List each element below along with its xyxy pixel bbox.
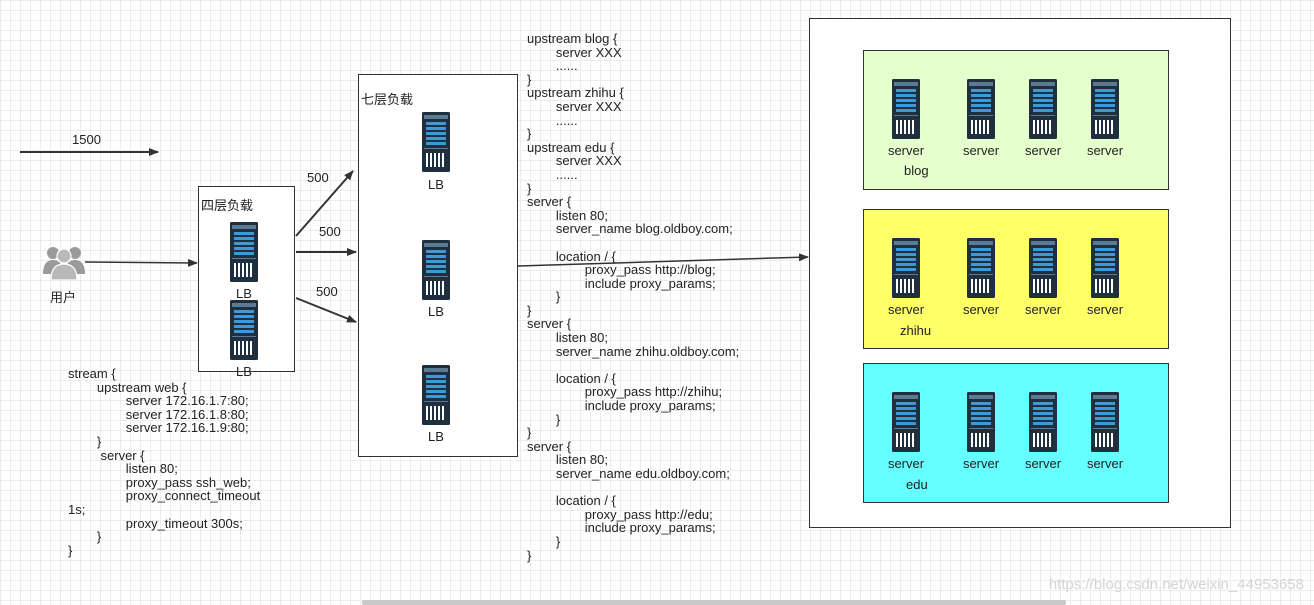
- group-name: edu: [906, 477, 928, 492]
- l4-lb-label-2: LB: [236, 364, 252, 379]
- watermark: https://blog.csdn.net/weixin_44953658: [1048, 576, 1304, 593]
- l4-to-l7-arrow-bottom: [295, 297, 357, 323]
- user-label: 用户: [50, 290, 77, 305]
- server-icon: [1091, 238, 1119, 298]
- branch-traffic-label-bottom: 500: [316, 284, 338, 299]
- upstream-config-code: upstream blog { server XXX ...... } upst…: [527, 31, 740, 563]
- l4-lb-server-icon-2: [230, 300, 258, 360]
- l7-lb-label-3: LB: [428, 429, 444, 444]
- server-label: server: [1086, 143, 1124, 158]
- stream-config-code: stream { upstream web { server 172.16.1.…: [68, 366, 261, 558]
- server-label: server: [1086, 302, 1124, 317]
- l4-title: 四层负载: [201, 198, 254, 213]
- server-icon: [1091, 79, 1119, 139]
- branch-traffic-label-top: 500: [307, 170, 329, 185]
- server-group-edu: server server server server edu: [863, 363, 1169, 503]
- server-label: server: [962, 143, 1000, 158]
- group-name: zhihu: [900, 323, 932, 338]
- l7-title: 七层负载: [361, 92, 414, 107]
- server-icon: [1029, 238, 1057, 298]
- server-icon: [1029, 79, 1057, 139]
- l4-lb-label-1: LB: [236, 286, 252, 301]
- server-label: server: [962, 456, 1000, 471]
- l7-lb-label-2: LB: [428, 304, 444, 319]
- server-label: server: [962, 302, 1000, 317]
- branch-traffic-label-mid: 500: [319, 224, 341, 239]
- l4-lb-server-icon-1: [230, 222, 258, 282]
- l4-to-l7-arrow-top: [295, 170, 354, 237]
- server-icon: [967, 238, 995, 298]
- server-label: server: [887, 456, 925, 471]
- server-icon: [892, 392, 920, 452]
- server-label: server: [1024, 302, 1062, 317]
- server-icon: [967, 79, 995, 139]
- l7-to-backend-arrow: [517, 253, 809, 267]
- server-label: server: [887, 302, 925, 317]
- total-traffic-label: 1500: [72, 132, 101, 147]
- users-icon: [43, 247, 85, 280]
- server-icon: [1029, 392, 1057, 452]
- server-icon: [892, 79, 920, 139]
- server-group-zhihu: server server server server zhihu: [863, 209, 1169, 349]
- l7-lb-label-1: LB: [428, 177, 444, 192]
- server-label: server: [887, 143, 925, 158]
- server-label: server: [1024, 456, 1062, 471]
- server-icon: [1091, 392, 1119, 452]
- l7-lb-server-icon-1: [422, 112, 450, 172]
- l7-lb-server-icon-3: [422, 365, 450, 425]
- server-group-blog: server server server server blog: [863, 50, 1169, 190]
- horizontal-scrollbar[interactable]: [362, 600, 1066, 605]
- server-icon: [892, 238, 920, 298]
- group-name: blog: [904, 163, 929, 178]
- user-to-l4-arrow: [84, 258, 198, 267]
- server-label: server: [1024, 143, 1062, 158]
- server-icon: [967, 392, 995, 452]
- server-label: server: [1086, 456, 1124, 471]
- l7-lb-server-icon-2: [422, 240, 450, 300]
